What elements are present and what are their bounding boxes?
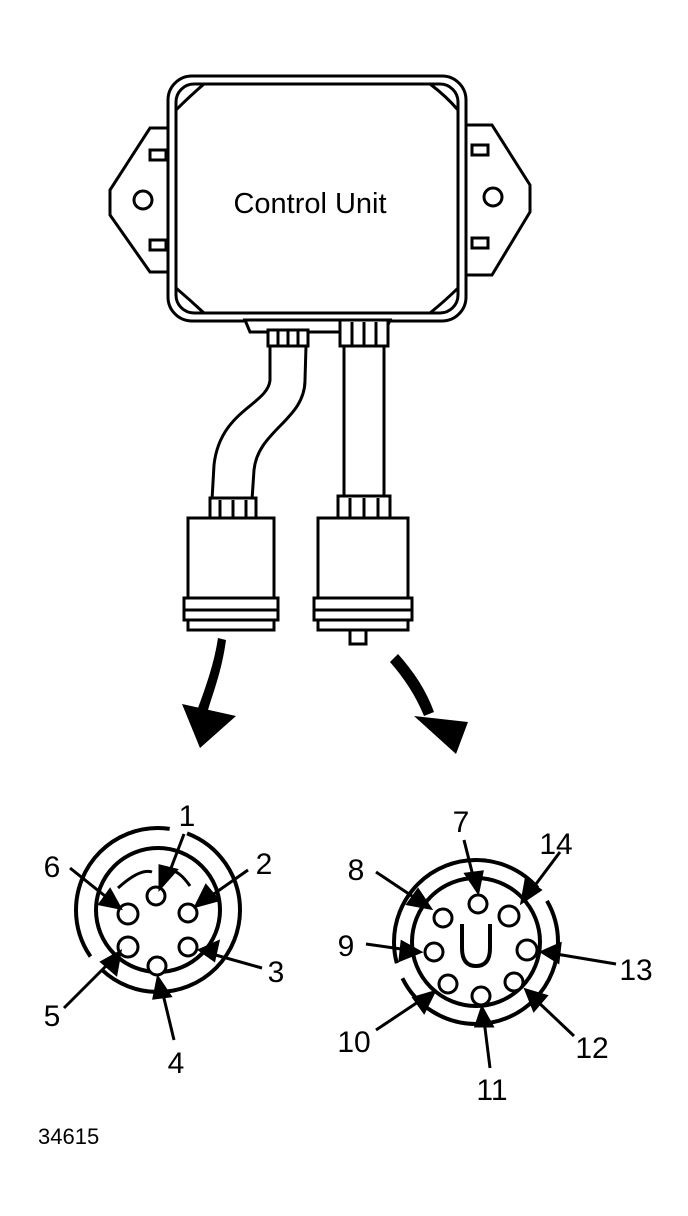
pin-label-7: 7 xyxy=(453,806,470,839)
pin-7 xyxy=(467,893,489,915)
pin-4 xyxy=(146,955,168,977)
right-cable xyxy=(336,318,392,522)
pin-2 xyxy=(177,902,199,924)
left-leader-arrows xyxy=(62,833,263,1041)
right-mounting-tab xyxy=(460,123,532,277)
pin-5 xyxy=(116,935,140,959)
pin-14 xyxy=(497,904,521,928)
pin-label-10: 10 xyxy=(337,1026,370,1059)
pin-label-2: 2 xyxy=(256,848,273,881)
pin-label-6: 6 xyxy=(44,851,61,884)
pin-8 xyxy=(432,907,454,929)
pin-label-11: 11 xyxy=(476,1074,507,1107)
pin-10 xyxy=(437,973,459,995)
left-curved-arrow xyxy=(182,638,236,748)
right-pin-labels: 7 8 9 10 11 12 13 14 xyxy=(337,806,652,1107)
center-key xyxy=(460,924,492,969)
pin-label-3: 3 xyxy=(268,956,285,989)
figure-number: 34615 xyxy=(38,1124,99,1149)
left-plug xyxy=(182,516,280,632)
pin-label-1: 1 xyxy=(179,800,196,833)
pin-11 xyxy=(470,985,492,1007)
pin-13 xyxy=(515,938,539,962)
pin-label-8: 8 xyxy=(348,854,365,887)
pin-1 xyxy=(145,885,167,907)
right-connector-pins xyxy=(423,893,539,1007)
pin-3 xyxy=(177,936,199,958)
pin-6 xyxy=(116,902,140,926)
pin-12 xyxy=(503,971,525,993)
pin-label-13: 13 xyxy=(619,954,652,987)
right-leader-arrows xyxy=(365,839,617,1069)
pin-label-4: 4 xyxy=(168,1047,185,1080)
pin-label-14: 14 xyxy=(539,828,572,861)
pin-9 xyxy=(423,941,445,963)
pin-label-5: 5 xyxy=(44,1000,61,1033)
control-unit-label: Control Unit xyxy=(233,188,386,220)
pin-label-12: 12 xyxy=(575,1032,608,1065)
left-mounting-tab xyxy=(108,126,170,274)
control-unit-box: Control Unit xyxy=(166,74,468,323)
pin-label-9: 9 xyxy=(338,930,355,963)
right-curved-arrow xyxy=(390,654,468,754)
right-plug xyxy=(312,516,414,646)
left-connector-pins xyxy=(116,885,199,977)
left-pin-labels: 1 2 3 4 5 6 xyxy=(44,800,285,1080)
